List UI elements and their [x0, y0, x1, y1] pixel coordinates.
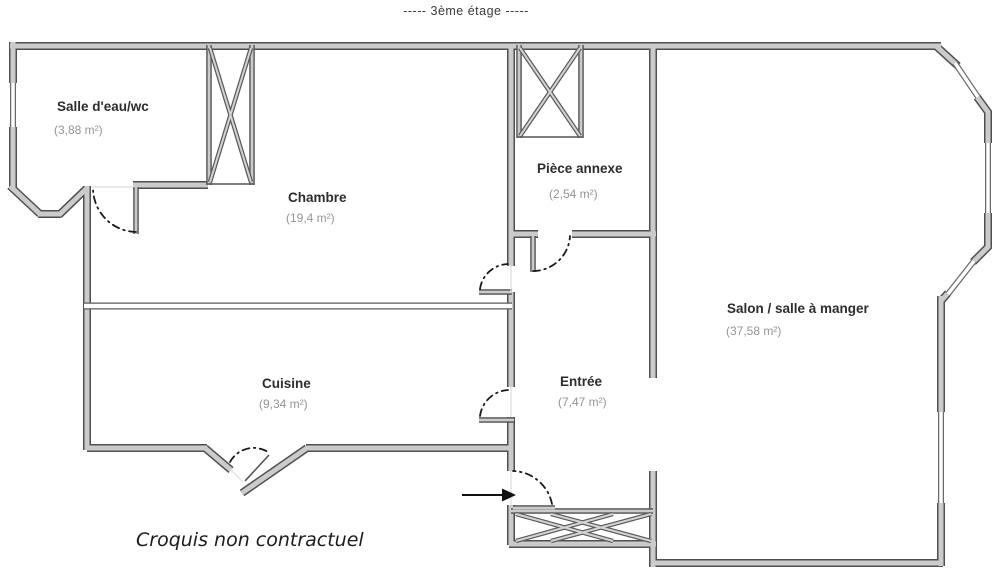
- bathroom-door-arc: [92, 187, 137, 233]
- disclaimer-note: Croquis non contractuel: [136, 529, 364, 551]
- room-area-salon: (37,58 m²): [726, 324, 781, 338]
- kitchen-bay-door-arc: [229, 447, 269, 463]
- walls-layer: [7, 42, 992, 567]
- entrance-door-arc: [512, 470, 553, 505]
- room-label-salon: Salon / salle à manger (37,58 m²): [726, 301, 870, 338]
- entrance-arrow: [462, 488, 516, 502]
- room-label-entree: Entrée (7,47 m²): [558, 374, 607, 409]
- windows-layer: [10, 61, 991, 503]
- floor-title: ----- 3ème étage -----: [403, 4, 529, 18]
- bedroom-door-arc: [479, 263, 509, 290]
- room-name-entree: Entrée: [560, 374, 603, 389]
- entrance-arrow-head: [502, 488, 516, 502]
- kitchen-door-arc: [479, 389, 509, 417]
- door-leaves-and-shaft-bars: [133, 45, 653, 514]
- room-area-piece-annexe: (2,54 m²): [549, 187, 598, 201]
- door-swing-arcs: [92, 187, 571, 505]
- shaft-x-symbols: [207, 46, 652, 544]
- room-label-cuisine: Cuisine (9,34 m²): [259, 376, 311, 411]
- room-area-cuisine: (9,34 m²): [259, 397, 308, 411]
- room-area-entree: (7,47 m²): [558, 395, 607, 409]
- annex-door-arc: [532, 235, 571, 272]
- kitchen-bay-door-leaf: [244, 454, 270, 482]
- door-opening-sills: [92, 186, 512, 505]
- room-name-piece-annexe: Pièce annexe: [537, 161, 623, 176]
- room-area-salle-deau-wc: (3,88 m²): [54, 123, 103, 137]
- room-label-piece-annexe: Pièce annexe (2,54 m²): [537, 161, 623, 201]
- room-label-salle-deau-wc: Salle d'eau/wc (3,88 m²): [54, 99, 149, 137]
- room-name-salon: Salon / salle à manger: [727, 301, 870, 316]
- shaft-bottom-caps: [207, 136, 583, 185]
- room-label-chambre: Chambre (19,4 m²): [286, 190, 347, 225]
- room-area-chambre: (19,4 m²): [286, 211, 335, 225]
- room-name-salle-deau-wc: Salle d'eau/wc: [57, 99, 149, 114]
- room-name-cuisine: Cuisine: [262, 376, 311, 391]
- room-name-chambre: Chambre: [288, 190, 347, 205]
